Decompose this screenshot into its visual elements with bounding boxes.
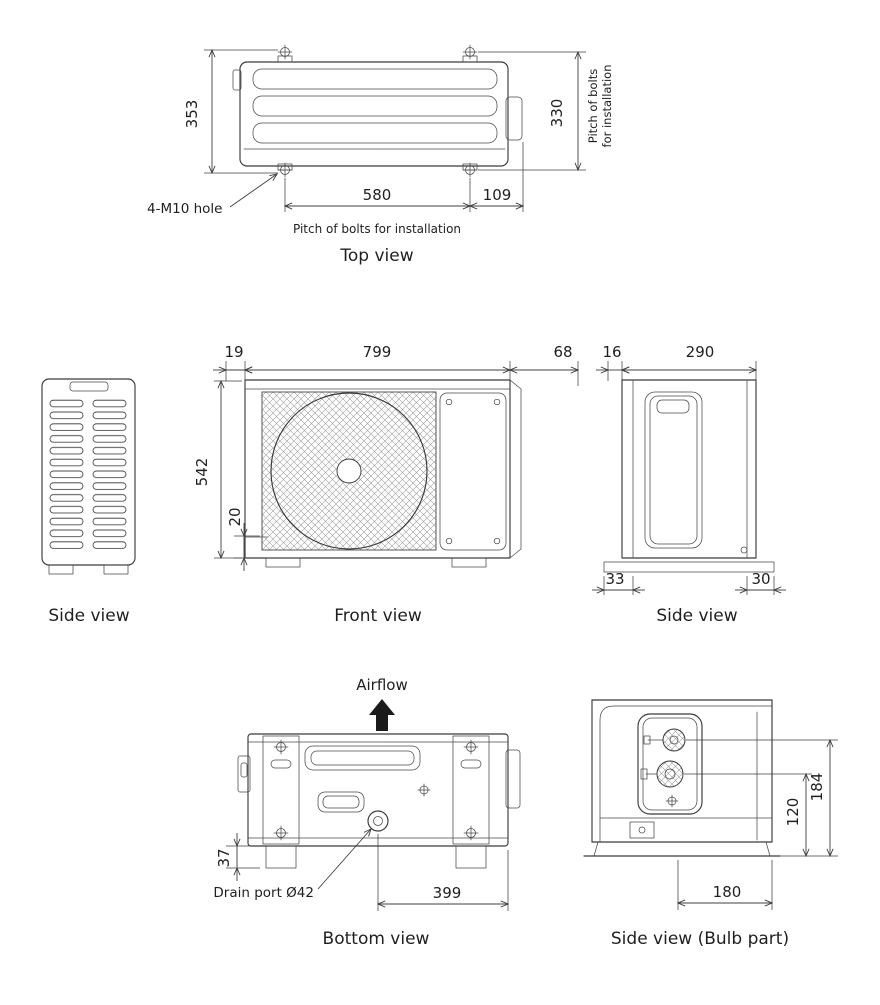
screw-icon xyxy=(493,398,501,406)
pitch-note-bottom: Pitch of bolts for installation xyxy=(293,222,461,236)
left-bracket xyxy=(232,69,242,91)
drain-port xyxy=(367,810,389,832)
hole-note: 4-M10 hole xyxy=(147,174,277,217)
dim-bolt-pitch-330: 330 Pitch of bolts for installation xyxy=(478,52,614,170)
dim-290-label: 290 xyxy=(686,343,715,361)
dim-542-label: 542 xyxy=(193,458,211,487)
airflow-arrow-icon xyxy=(369,699,395,731)
dim-580-label: 580 xyxy=(363,186,392,204)
valve-lower xyxy=(656,760,684,788)
screw-icon xyxy=(445,398,453,406)
bottom-unit-body xyxy=(237,733,521,869)
dim-drain-399: 399 xyxy=(378,834,508,911)
side-left-handle xyxy=(69,381,109,392)
bottom-view: Airflow xyxy=(213,676,521,949)
screw-icon xyxy=(445,537,453,545)
base-plate xyxy=(603,561,775,573)
side-right-body xyxy=(603,379,775,573)
dim-base-20: 20 xyxy=(226,507,260,571)
top-view-title: Top view xyxy=(339,246,413,266)
side-view-right-title: Side view xyxy=(656,606,737,626)
side-left-foot-front xyxy=(48,564,74,575)
front-view: 19 799 68 542 xyxy=(193,343,578,626)
valve-upper xyxy=(662,728,686,752)
pitch-note-side-line1: Pitch of bolts xyxy=(586,69,600,143)
pipe-cover-panel xyxy=(644,391,703,549)
chassis-bolt xyxy=(417,783,431,797)
right-pipe-cover xyxy=(505,96,523,141)
dim-184-label: 184 xyxy=(808,773,826,802)
screw-icon xyxy=(493,537,501,545)
dim-16-label: 16 xyxy=(602,343,621,361)
side-left-louvers xyxy=(49,398,127,551)
dim-30-label: 30 xyxy=(751,570,770,588)
side-view-left-title: Side view xyxy=(48,606,129,626)
base-bracket xyxy=(629,821,655,839)
front-unit-body xyxy=(244,379,522,568)
mount-rail-left xyxy=(262,735,300,845)
dim-top-row: 19 799 68 xyxy=(213,343,578,386)
fan-circle xyxy=(270,392,428,550)
valve-bolt xyxy=(665,794,679,808)
dim-37-label: 37 xyxy=(215,848,233,867)
foot-bracket-right xyxy=(455,845,487,869)
dim-109-label: 109 xyxy=(483,186,512,204)
bulb-body xyxy=(583,699,781,857)
panel-handle xyxy=(656,399,690,414)
dim-68-label: 68 xyxy=(553,343,572,361)
bolt-mark-bottom-right xyxy=(462,162,478,178)
bulb-view-title: Side view (Bulb part) xyxy=(611,929,789,949)
bolt-mark-top-right xyxy=(462,44,478,63)
hole-note-label: 4-M10 hole xyxy=(147,201,222,217)
dim-feet-33-30: 33 30 xyxy=(592,570,786,595)
dim-33-label: 33 xyxy=(605,570,624,588)
dim-valve-180: 180 xyxy=(678,860,772,910)
side-left-body xyxy=(41,378,136,566)
top-view-unit-body xyxy=(232,61,523,167)
airflow-label: Airflow xyxy=(356,676,408,694)
foot-bracket-left xyxy=(265,845,297,869)
rail-bolts xyxy=(273,739,479,841)
dim-valve-heights: 120 184 xyxy=(684,740,838,856)
fan-hub xyxy=(336,458,362,484)
bolt-mark-top-left xyxy=(277,44,293,63)
front-foot-left xyxy=(265,557,301,568)
mount-rail-right xyxy=(452,735,490,845)
valve-cover xyxy=(637,713,703,815)
dim-depth-353: 353 xyxy=(183,50,278,173)
top-view: 353 330 Pitch of bolts for installation … xyxy=(147,44,614,266)
service-panel xyxy=(439,392,507,551)
base-slot-large xyxy=(304,745,421,771)
dim-top-row-right: 16 290 xyxy=(596,343,756,381)
base-slot-small xyxy=(317,791,365,813)
side-left-foot-back xyxy=(103,564,129,575)
dim-353-label: 353 xyxy=(183,100,201,129)
bolt-mark-bottom-left xyxy=(277,162,293,178)
dim-120-label: 120 xyxy=(784,798,802,827)
pitch-note-side-line2: for installation xyxy=(600,65,614,148)
drain-note-label: Drain port Ø42 xyxy=(213,885,314,901)
dim-19-label: 19 xyxy=(224,343,243,361)
bulb-view: 120 184 180 Side view (Bulb part) xyxy=(583,699,838,949)
dim-180-label: 180 xyxy=(713,883,742,901)
dim-height-542: 542 xyxy=(193,381,242,558)
screw-icon xyxy=(740,546,748,554)
dim-20-label: 20 xyxy=(226,507,244,526)
side-bracket-left xyxy=(237,755,251,793)
dim-bolt-pitch-580-109: 580 109 xyxy=(285,142,523,212)
front-view-title: Front view xyxy=(334,606,422,626)
front-foot-right xyxy=(451,557,487,568)
bottom-view-title: Bottom view xyxy=(323,929,430,949)
drain-note: Drain port Ø42 xyxy=(213,829,371,901)
side-view-left: Side view xyxy=(41,378,136,626)
side-view-right: 16 290 33 30 Side xyxy=(592,343,786,626)
dim-399-label: 399 xyxy=(433,884,462,902)
dim-799-label: 799 xyxy=(363,343,392,361)
dim-bracket-37: 37 xyxy=(215,833,260,881)
dim-330-label: 330 xyxy=(548,99,566,128)
side-bracket-right xyxy=(505,749,521,809)
